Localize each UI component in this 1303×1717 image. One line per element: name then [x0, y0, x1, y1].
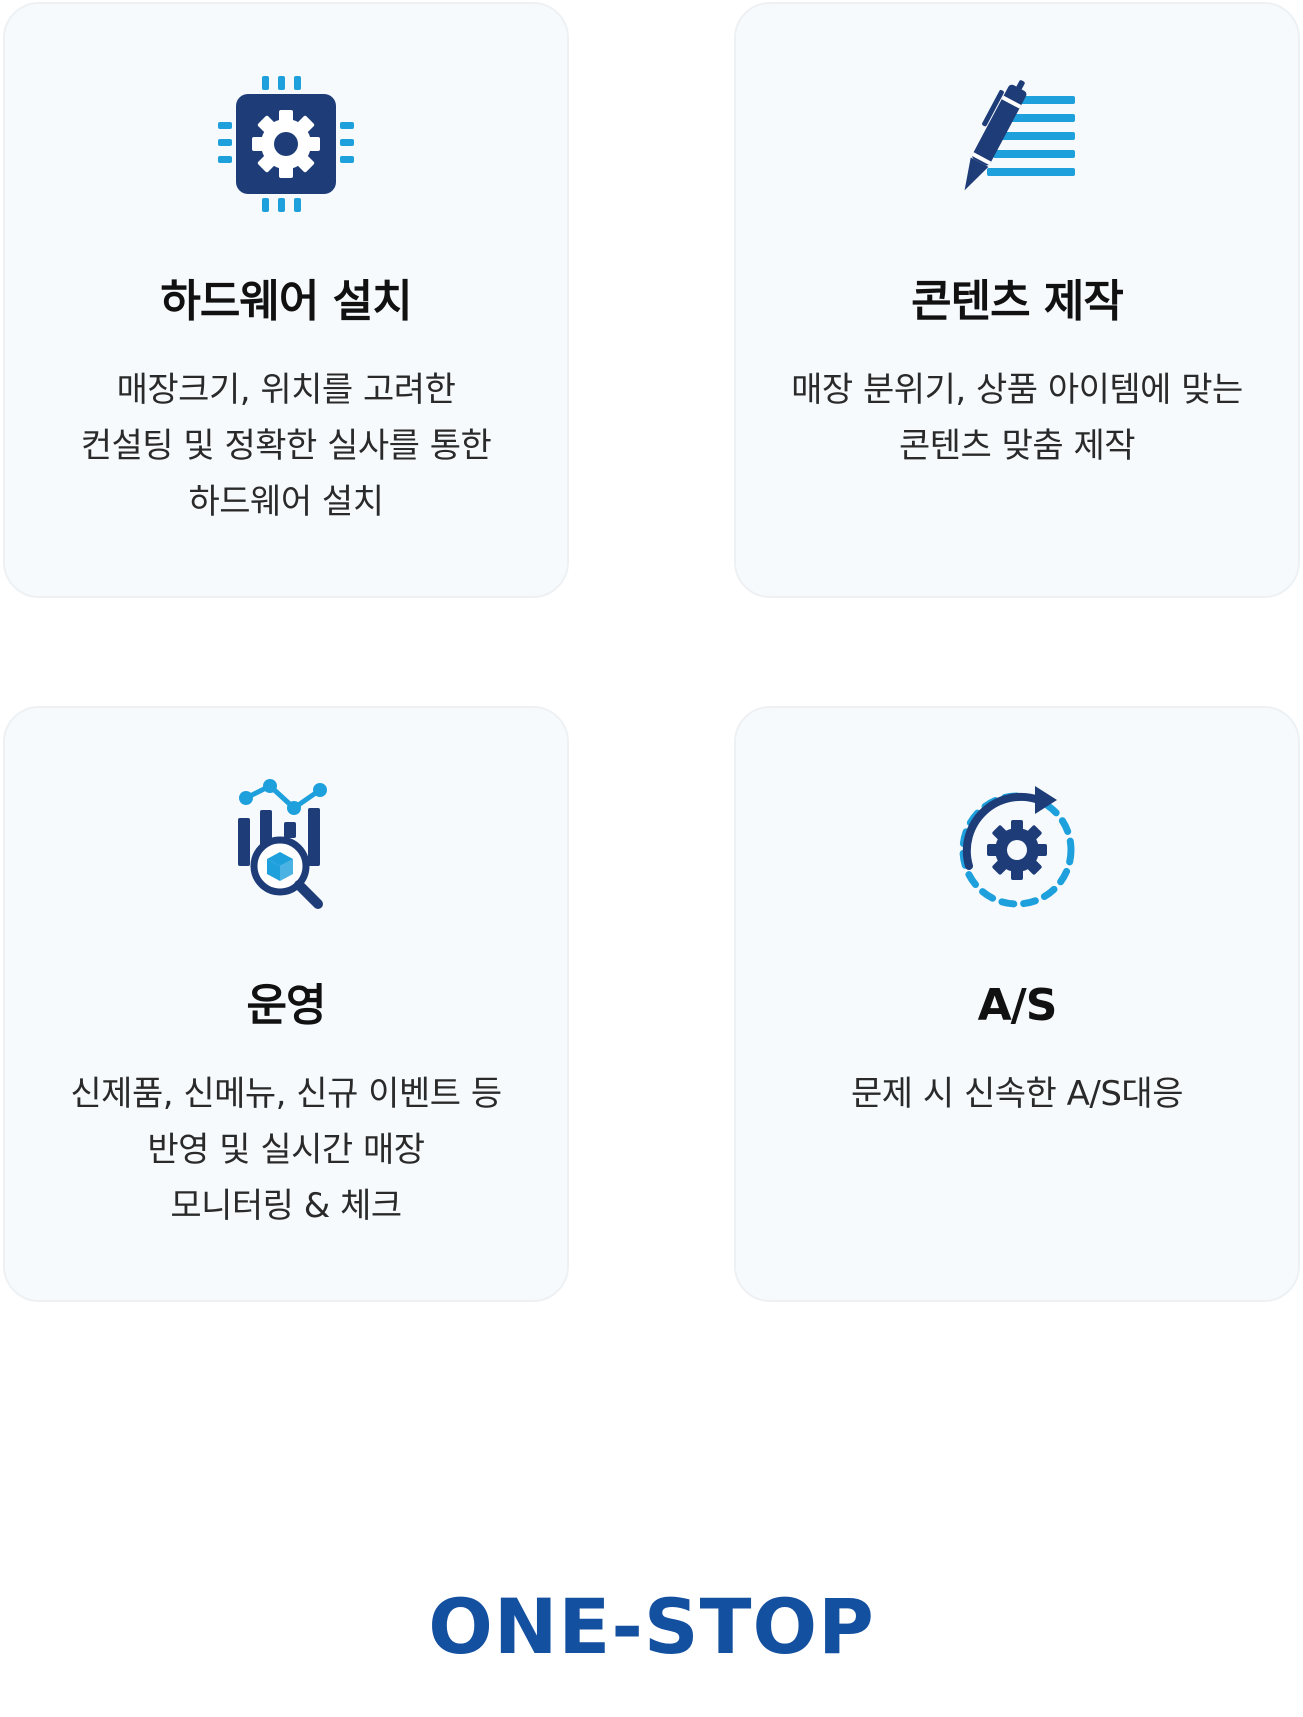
service-card-content: 콘텐츠 제작 매장 분위기, 상품 아이템에 맞는 콘텐츠 맞춤 제작 — [734, 2, 1300, 598]
card-title: 콘텐츠 제작 — [911, 276, 1124, 327]
card-description-line: 매장크기, 위치를 고려한 — [116, 370, 456, 410]
service-card-operations: 운영 신제품, 신메뉴, 신규 이벤트 등 반영 및 실시간 매장 모니터링 &… — [3, 706, 569, 1302]
card-description-line: 하드웨어 설치 — [188, 482, 385, 522]
card-description-line: 문제 시 신속한 A/S대응 — [851, 1074, 1183, 1114]
card-description-line: 신제품, 신메뉴, 신규 이벤트 등 — [70, 1074, 502, 1114]
card-description: 신제품, 신메뉴, 신규 이벤트 등 반영 및 실시간 매장 모니터링 & 체크 — [25, 1066, 547, 1234]
card-description-line: 콘텐츠 맞춤 제작 — [898, 426, 1136, 466]
gear-refresh-icon — [947, 778, 1087, 918]
card-description-line: 컨설팅 및 정확한 실사를 통한 — [80, 426, 492, 466]
chip-gear-icon — [216, 74, 356, 214]
card-description-line: 반영 및 실시간 매장 — [147, 1130, 425, 1170]
analytics-search-icon — [216, 778, 356, 918]
card-title: 하드웨어 설치 — [160, 276, 412, 327]
one-stop-title: ONE-STOP — [428, 1582, 875, 1671]
card-description: 매장크기, 위치를 고려한 컨설팅 및 정확한 실사를 통한 하드웨어 설치 — [25, 362, 547, 530]
service-card-as: A/S 문제 시 신속한 A/S대응 — [734, 706, 1300, 1302]
card-title: 운영 — [246, 980, 327, 1031]
card-title: A/S — [977, 980, 1058, 1031]
card-description: 문제 시 신속한 A/S대응 — [756, 1066, 1278, 1122]
pen-document-icon — [947, 74, 1087, 214]
card-description-line: 매장 분위기, 상품 아이템에 맞는 — [791, 370, 1243, 410]
service-card-hardware: 하드웨어 설치 매장크기, 위치를 고려한 컨설팅 및 정확한 실사를 통한 하… — [3, 2, 569, 598]
card-description-line: 모니터링 & 체크 — [170, 1186, 402, 1226]
card-description: 매장 분위기, 상품 아이템에 맞는 콘텐츠 맞춤 제작 — [756, 362, 1278, 474]
